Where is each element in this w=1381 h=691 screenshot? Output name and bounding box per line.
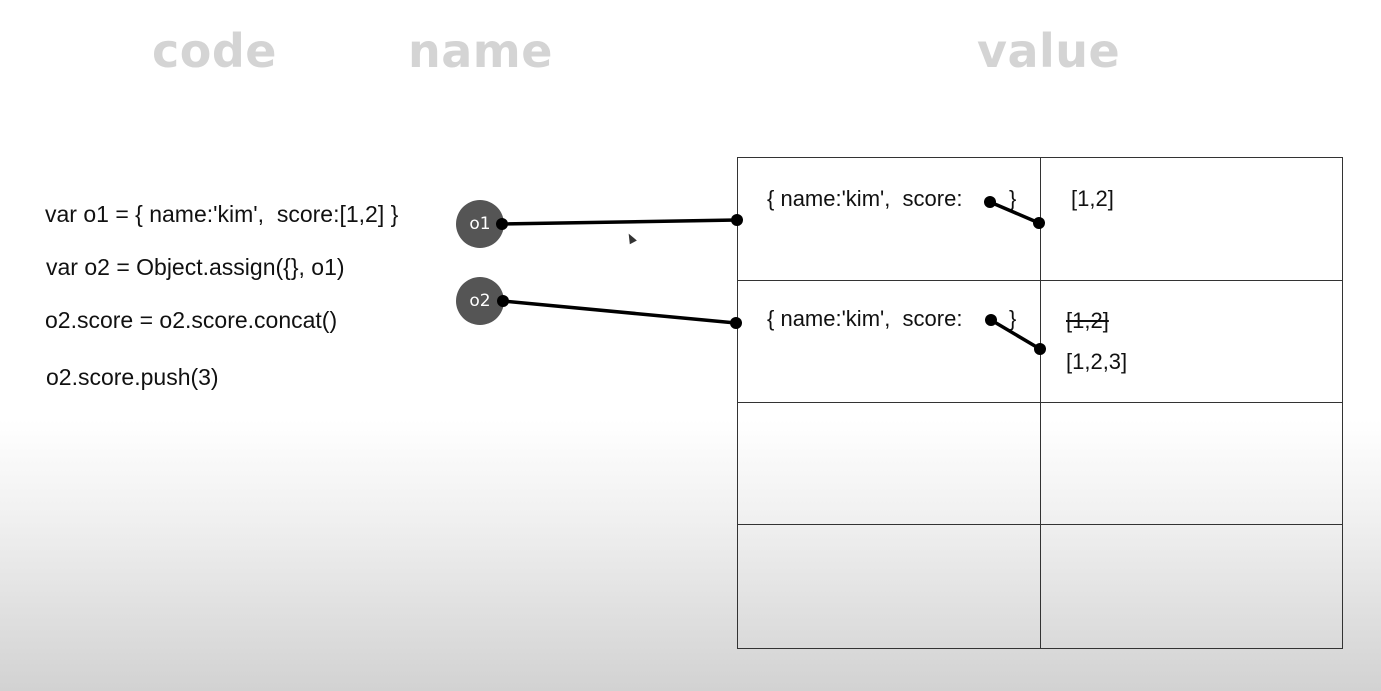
memory-table bbox=[737, 157, 1343, 649]
o1-reference-start-dot bbox=[496, 218, 508, 230]
row2-score-pointer-end-dot bbox=[1034, 343, 1046, 355]
row1-score-pointer-line bbox=[988, 200, 1041, 225]
o2-reference-line bbox=[501, 299, 738, 325]
o2-reference-end-dot bbox=[730, 317, 742, 329]
row2-score-pointer-line bbox=[989, 318, 1042, 351]
value-column-header: value bbox=[977, 24, 1121, 78]
name-column-header: name bbox=[408, 24, 553, 78]
table-column-divider bbox=[1040, 158, 1041, 648]
row2-new-array-text: [1,2,3] bbox=[1066, 349, 1128, 374]
o1-reference-end-dot bbox=[731, 214, 743, 226]
row2-score-pointer-start-dot bbox=[985, 314, 997, 326]
row1-array-text: [1,2] bbox=[1071, 186, 1114, 211]
row1-object-close: } bbox=[1009, 186, 1017, 211]
row1-score-pointer-end-dot bbox=[1033, 217, 1045, 229]
row2-object-text: { name:'kim', score: bbox=[767, 306, 963, 331]
row2-old-array-text: [1,2] bbox=[1066, 308, 1109, 333]
row1-object-text: { name:'kim', score: bbox=[767, 186, 963, 211]
variable-o2-node: o2 bbox=[456, 277, 504, 325]
code-column-header: code bbox=[152, 24, 277, 78]
code-line-3: o2.score = o2.score.concat() bbox=[45, 307, 338, 333]
code-line-2: var o2 = Object.assign({}, o1) bbox=[46, 254, 345, 280]
o2-reference-start-dot bbox=[497, 295, 509, 307]
code-line-4: o2.score.push(3) bbox=[46, 364, 219, 390]
row2-object-close: } bbox=[1009, 306, 1017, 331]
variable-o1-node: o1 bbox=[456, 200, 504, 248]
code-line-1: var o1 = { name:'kim', score:[1,2] } bbox=[45, 201, 399, 227]
o1-reference-line bbox=[500, 218, 739, 226]
row1-score-pointer-start-dot bbox=[984, 196, 996, 208]
